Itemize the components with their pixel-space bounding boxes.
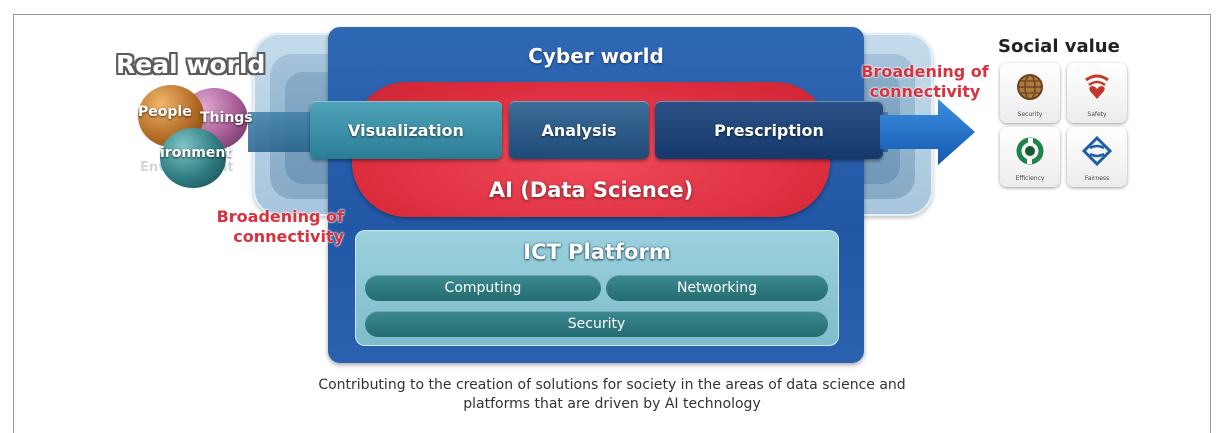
fairness-tile-label: Fairness xyxy=(1084,175,1110,182)
prescription-box: Prescription xyxy=(655,101,883,159)
arrow-right-icon xyxy=(880,99,975,165)
environment-label: ironment xyxy=(160,145,233,161)
broadening-left-line2: connectivity xyxy=(233,227,344,246)
shield-heart-icon xyxy=(1085,74,1109,99)
ict-platform-title: ICT Platform xyxy=(523,240,671,264)
ai-data-science-label: AI (Data Science) xyxy=(488,178,694,202)
balance-icon xyxy=(1082,136,1112,166)
broadening-right-line1: Broadening of xyxy=(861,62,989,81)
real-world-title: Real world xyxy=(116,50,266,79)
caption-line-2: platforms that are driven by AI technolo… xyxy=(463,396,761,412)
visualization-box: Visualization xyxy=(310,101,502,159)
environment-sphere xyxy=(160,128,226,188)
networking-pill: Networking xyxy=(606,275,828,301)
fairness-tile: Fairness xyxy=(1067,127,1127,187)
cyber-world-title: Cyber world xyxy=(528,44,664,68)
broadening-right-line2: connectivity xyxy=(869,82,981,101)
figure-frame xyxy=(13,14,1211,433)
figure-caption: Contributing to the creation of solution… xyxy=(212,376,1012,414)
analysis-box: Analysis xyxy=(509,101,649,159)
computing-pill: Computing xyxy=(365,275,601,301)
safety-tile: Safety xyxy=(1067,63,1127,123)
globe-icon xyxy=(1017,74,1043,100)
broadening-connectivity-left: Broadening of connectivity xyxy=(178,207,344,247)
security-tile-label: Security xyxy=(1017,111,1043,118)
security-pill: Security xyxy=(365,311,828,337)
things-label: Things xyxy=(200,110,253,126)
security-tile: Security xyxy=(1000,63,1060,123)
broadening-connectivity-right: Broadening of connectivity xyxy=(850,62,1000,102)
efficiency-tile: Efficiency xyxy=(1000,127,1060,187)
cycle-icon xyxy=(1016,137,1044,165)
broadening-left-line1: Broadening of xyxy=(216,207,344,226)
safety-tile-label: Safety xyxy=(1087,111,1107,118)
social-value-title: Social value xyxy=(998,36,1120,57)
caption-line-1: Contributing to the creation of solution… xyxy=(318,377,906,393)
efficiency-tile-label: Efficiency xyxy=(1015,175,1045,182)
people-label: People xyxy=(138,104,192,120)
